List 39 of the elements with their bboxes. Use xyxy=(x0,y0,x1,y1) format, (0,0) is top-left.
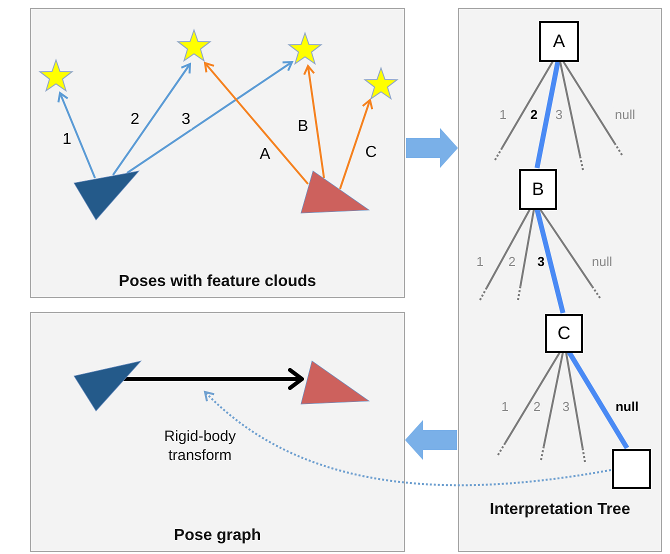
tree-branch xyxy=(566,350,630,450)
edge-label: 3 xyxy=(561,400,571,414)
tree-branch xyxy=(565,352,584,448)
arrow xyxy=(122,368,304,390)
tree-branch xyxy=(486,208,531,288)
panel-title: Poses with feature clouds xyxy=(118,273,318,291)
block-arrow xyxy=(405,420,457,460)
panel-title: Pose graph xyxy=(172,527,262,545)
tree-branch xyxy=(534,60,560,168)
edge-label: 3 xyxy=(554,108,564,122)
tree-node-box: C xyxy=(545,314,583,353)
arrow xyxy=(204,62,309,185)
tree-branch xyxy=(559,60,582,156)
tree-node-box: B xyxy=(519,169,557,210)
arrow xyxy=(339,99,374,190)
block-arrow xyxy=(406,128,458,168)
arrow xyxy=(303,65,325,178)
tree-branch xyxy=(501,60,554,148)
edge-label: 3 xyxy=(536,254,546,270)
tree-branch xyxy=(504,351,561,444)
tree-node-box: A xyxy=(539,21,579,62)
arrow xyxy=(126,61,293,174)
arrow xyxy=(112,63,191,176)
panel-title: Interpretation Tree xyxy=(488,501,632,519)
tree-branch xyxy=(542,352,564,446)
tree-branch xyxy=(519,208,535,286)
edge-label: null xyxy=(590,254,614,270)
edge-label: null xyxy=(614,108,636,122)
arrow xyxy=(204,391,612,486)
edge-label: 3 xyxy=(180,111,192,129)
panel xyxy=(30,312,405,552)
tree-branch xyxy=(539,208,593,287)
arrow xyxy=(57,92,96,178)
panel xyxy=(30,8,405,298)
tree-branch xyxy=(534,208,566,314)
annotation-text: Rigid-body transform xyxy=(163,428,237,466)
edge-label: null xyxy=(614,400,640,414)
panel xyxy=(458,8,662,552)
tree-branch xyxy=(562,60,616,144)
